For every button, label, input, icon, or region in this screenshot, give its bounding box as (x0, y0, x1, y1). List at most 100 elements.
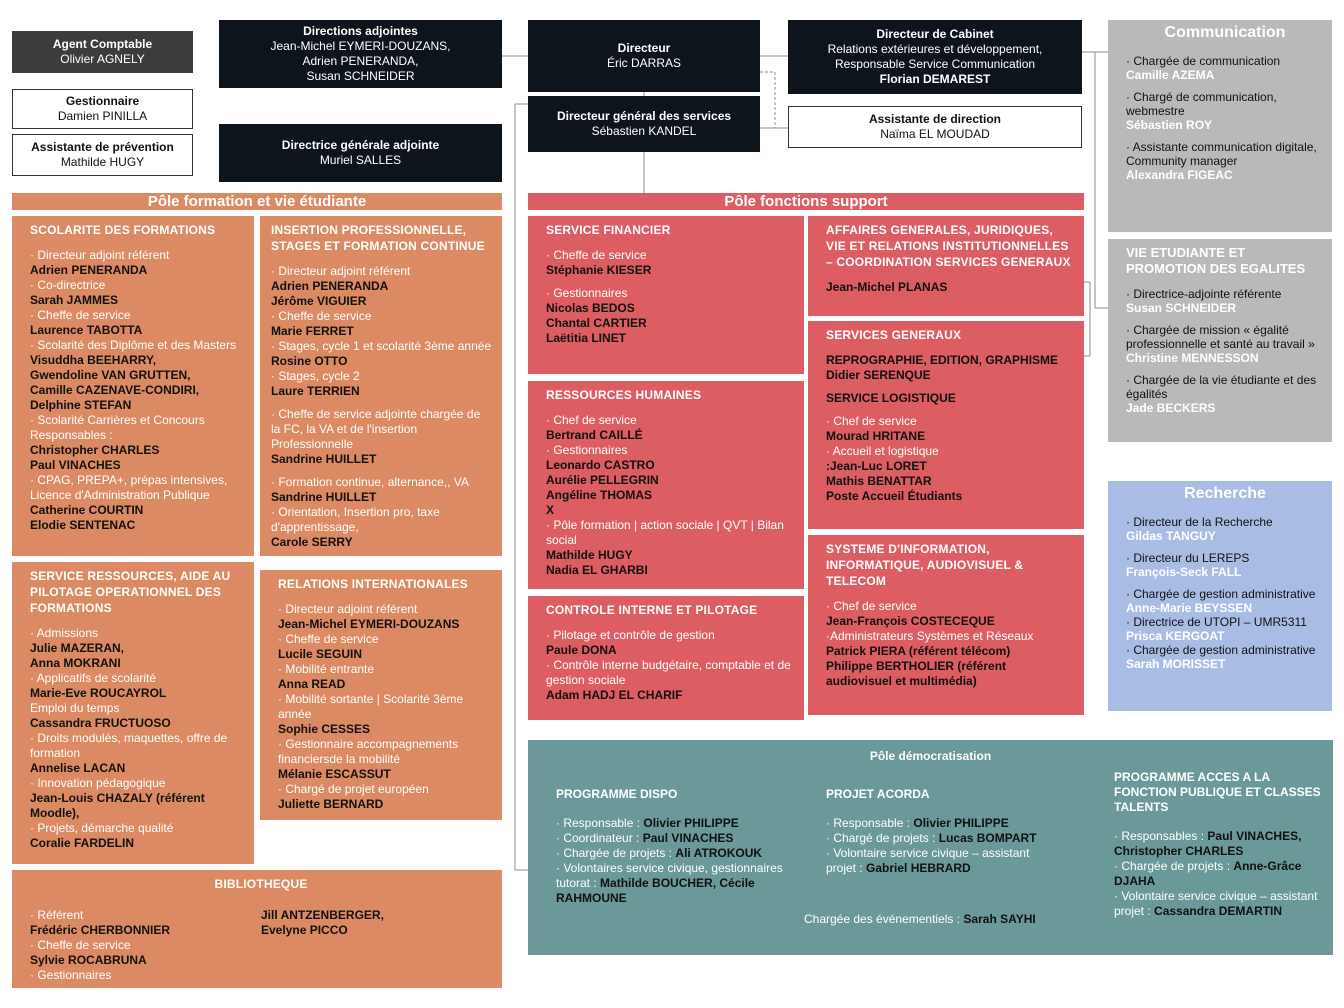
scolarite-title: SCOLARITE DES FORMATIONS (30, 223, 216, 237)
assistante-direction-name: Naïma EL MOUDAD (880, 127, 990, 141)
person-name: Ali ATROKOUK (675, 846, 763, 860)
person-name: Mathis BENATTAR (826, 474, 932, 488)
person-name: Rosine OTTO (271, 354, 348, 368)
role-label: · Chargée de projets : (1114, 859, 1234, 873)
spacer (1126, 365, 1324, 373)
agent-comptable-box: Agent Comptable Olivier AGNELY (12, 31, 193, 73)
role-label: · Chargé de projet européen (278, 782, 429, 796)
spacer (826, 406, 1074, 414)
role-label: · Directeur adjoint référent (30, 248, 170, 262)
role-label: · Accueil et logistique (826, 444, 939, 458)
directions-adjointes-line1: Jean-Michel EYMERI-DOUZANS, (270, 39, 451, 53)
person-name: Sarah JAMMES (30, 293, 119, 307)
person-name: Paul VINACHES (30, 458, 121, 472)
person-name: Gabriel HEBRARD (866, 861, 971, 875)
role-label: · Chargée de gestion administrative (1126, 587, 1316, 601)
role-line: · Coordinateur : Paul VINACHES (556, 831, 796, 846)
assistante-direction-title: Assistante de direction (868, 112, 1002, 126)
role-label: · Chargée de gestion administrative (1126, 643, 1316, 657)
pole-formation-title: Pôle formation et vie étudiante (12, 193, 502, 210)
role-label: · Responsable : (826, 816, 914, 830)
role-line: · Responsables : Paul VINACHES, Christop… (1114, 829, 1326, 859)
recherche-title: Recherche (1184, 485, 1266, 502)
person-name: Carole SERRY (271, 535, 353, 549)
role-label: · Directeur adjoint référent (271, 264, 411, 278)
gestionnaire-title: Gestionnaire (65, 94, 140, 108)
role-line: · Volontaires service civique, gestionna… (556, 861, 796, 906)
role-line: · Chargé de projets : Lucas BOMPART (826, 831, 1046, 846)
spacer (1126, 132, 1324, 140)
person-name: Susan SCHNEIDER (1126, 301, 1237, 315)
role-label: · Formation continue, alternance,, VA (271, 475, 469, 489)
role-label: · Applicatifs de scolarité (30, 671, 157, 685)
person-name: Jade BECKERS (1126, 401, 1216, 415)
person-name: Elodie SENTENAC (30, 518, 136, 532)
role-label: · Coordinateur : (556, 831, 643, 845)
person-name: Jérôme VIGUIER (271, 294, 367, 308)
dgs-name: Sébastien KANDEL (591, 124, 697, 138)
person-name: Olivier PHILIPPE (913, 816, 1009, 830)
role-label: · Chef de service (826, 599, 917, 613)
person-name: Jill ANTZENBERGER, (261, 908, 384, 922)
agent-comptable-name: Olivier AGNELY (60, 52, 145, 66)
person-name: Gwendoline VAN GRUTTEN, (30, 368, 191, 382)
democratisation-title: Pôle démocratisation (869, 749, 992, 763)
person-name: Paule DONA (546, 643, 617, 657)
role-label: · Directeur adjoint référent (278, 602, 418, 616)
role-line: · Volontaire service civique – assistant… (826, 846, 1046, 876)
spacer (1126, 82, 1324, 90)
person-name: Marie-Eve ROUCAYROL (30, 686, 167, 700)
directrice-generale-adjointe-box: Directrice générale adjointe Muriel SALL… (219, 124, 502, 182)
programme-dispo: PROGRAMME DISPO · Responsable : Olivier … (556, 787, 796, 906)
person-name: :Jean-Luc LORET (826, 459, 927, 473)
card-affaires-generales: AFFAIRES GENERALES, JURIDIQUES, VIE ET R… (808, 216, 1084, 316)
spacer (546, 278, 794, 286)
spacer (1126, 315, 1324, 323)
role-label: · Co-directrice (30, 278, 106, 292)
directeur-name: Éric DARRAS (606, 56, 681, 70)
card-controle-interne: CONTROLE INTERNE ET PILOTAGE · Pilotage … (528, 596, 804, 720)
assistante-prevention-name: Mathilde HUGY (60, 155, 145, 169)
person-name: François-Seck FALL (1126, 565, 1242, 579)
role-label: · Cheffe de service (546, 248, 647, 262)
person-name: Mélanie ESCASSUT (278, 767, 391, 781)
affaires-title: AFFAIRES GENERALES, JURIDIQUES, VIE ET R… (826, 223, 1071, 269)
directions-adjointes-box: Directions adjointes Jean-Michel EYMERI-… (219, 20, 502, 88)
role-label: Responsables : (30, 428, 113, 442)
person-name: Olivier PHILIPPE (643, 816, 739, 830)
role-label: · Gestionnaire accompagnements financier… (278, 737, 459, 766)
spacer (826, 383, 1074, 391)
dga-name: Muriel SALLES (319, 153, 402, 167)
person-name: Mathilde HUGY (546, 548, 633, 562)
role-label: · Orientation, Insertion pro, taxe d'app… (271, 505, 440, 534)
role-label: · Gestionnaires (546, 443, 628, 457)
vie-etudiante-title: VIE ETUDIANTE ET PROMOTION DES EGALITES (1126, 245, 1306, 276)
person-name: Sandrine HUILLET (271, 490, 377, 504)
role-line: · Chargée de projets : Ali ATROKOUK (556, 846, 796, 861)
role-label: · Mobilité sortante | Scolarité 3ème ann… (278, 692, 464, 721)
person-name: Stéphanie KIESER (546, 263, 652, 277)
role-label: · Contrôle interne budgétaire, comptable… (546, 658, 791, 687)
role-label: · Directeur de la Recherche (1126, 515, 1273, 529)
directeur-title: Directeur (617, 41, 671, 55)
person-name: Anne-Grâce DJAHA (1114, 859, 1302, 888)
role-label: · Cheffe de service (271, 309, 372, 323)
person-name: Chantal CARTIER (546, 316, 647, 330)
card-vie-etudiante: VIE ETUDIANTE ET PROMOTION DES EGALITES … (1108, 239, 1332, 442)
person-name: Paul VINACHES (642, 831, 734, 845)
person-name: Prisca KERGOAT (1126, 629, 1225, 643)
role-line: · Responsable : Olivier PHILIPPE (826, 816, 1046, 831)
person-name: Patrick PIERA (référent télécom) (826, 644, 1011, 658)
role-label: · Volontaire service civique – assistant… (1114, 889, 1318, 918)
gestionnaire-box: Gestionnaire Damien PINILLA (12, 89, 193, 129)
person-name: Aurélie PELLEGRIN (546, 473, 659, 487)
role-label: · Chargé de communication, webmestre (1126, 90, 1277, 118)
role-label: · Innovation pédagogique (30, 776, 166, 790)
person-name: Marie FERRET (271, 324, 354, 338)
person-name: Bertrand CAILLÉ (546, 428, 643, 442)
card-insertion: INSERTION PROFESSIONNELLE, STAGES ET FOR… (260, 216, 502, 556)
role-label: · Admissions (30, 626, 99, 640)
